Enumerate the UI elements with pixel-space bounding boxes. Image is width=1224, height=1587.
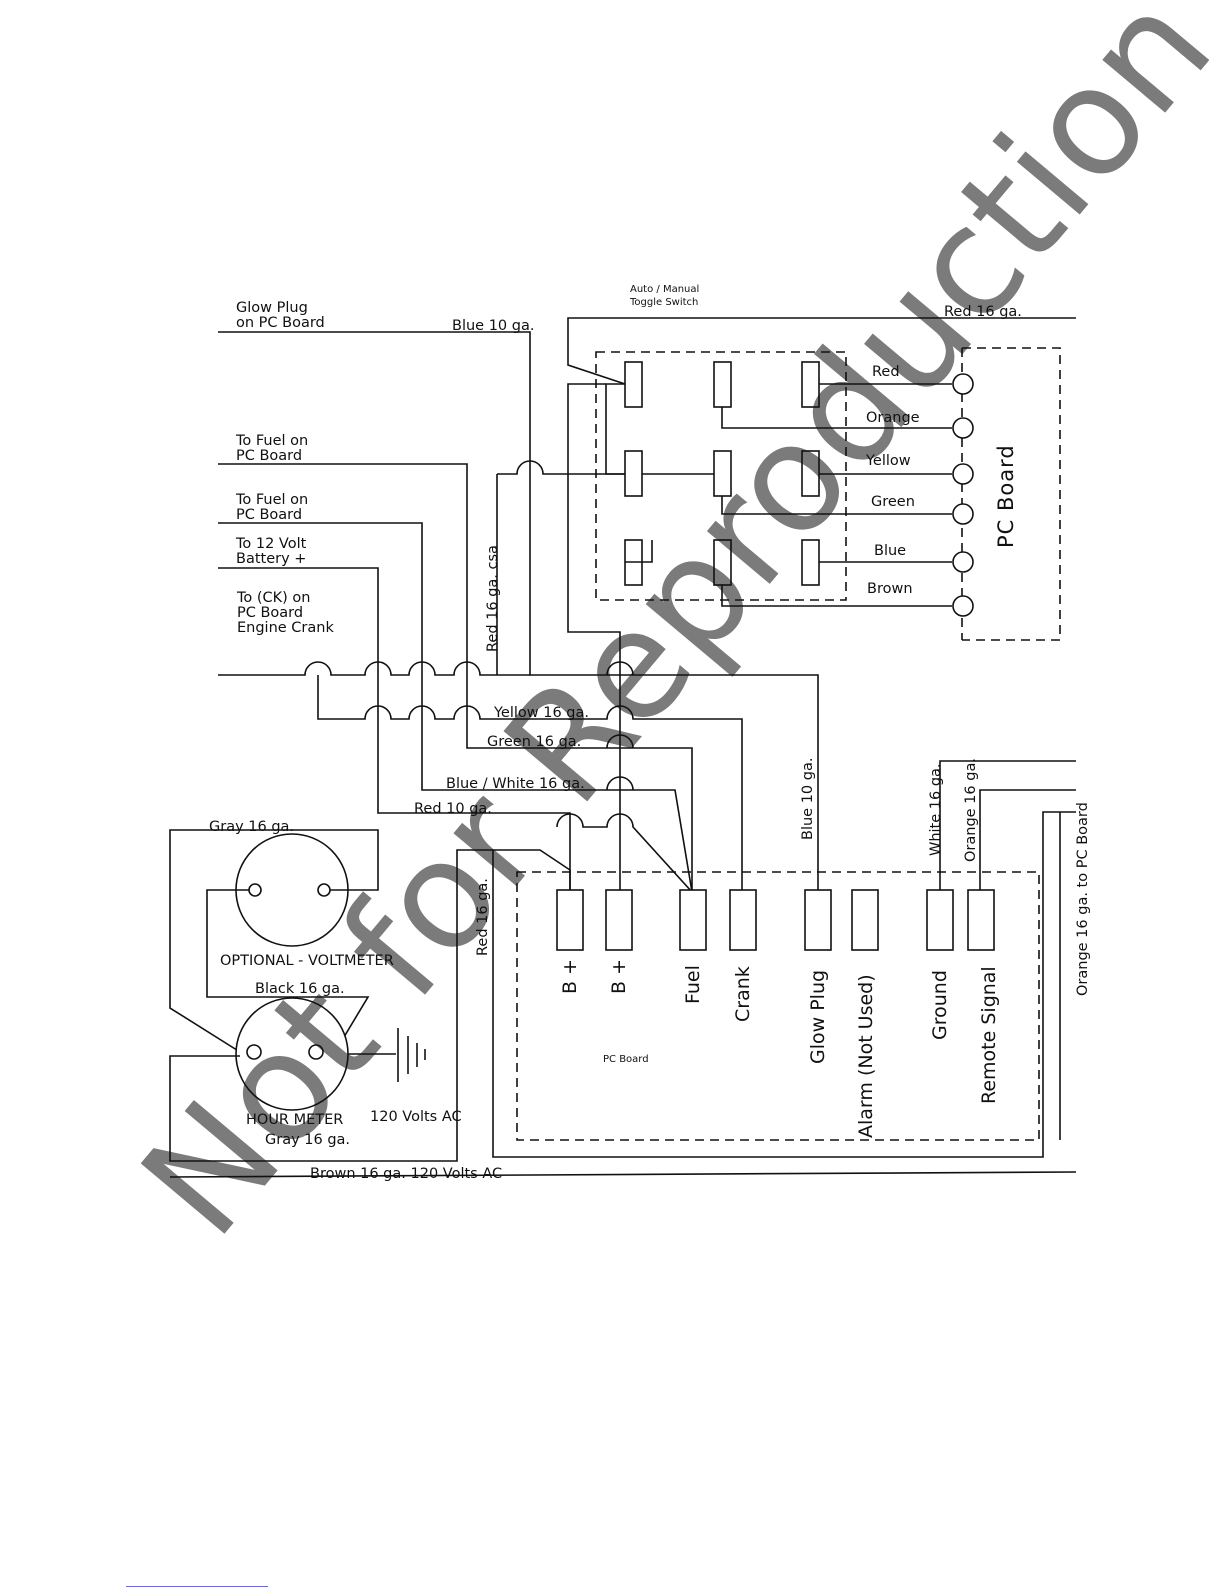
pc-terminal-green [952, 503, 974, 525]
label-brown-16: Brown 16 ga. 120 Volts AC [310, 1166, 502, 1182]
pc-terminal-yellow [952, 463, 974, 485]
label-battery-2: Battery + [236, 551, 306, 567]
label-voltmeter: OPTIONAL - VOLTMETER [220, 953, 394, 969]
toggle-switch-title-2: Toggle Switch [629, 297, 698, 308]
wire-red-16-top [567, 317, 1076, 385]
label-gray-16-bottom: Gray 16 ga. [265, 1132, 350, 1148]
wire-black-16 [206, 889, 370, 1053]
label-terminal-b-plus-1: B + [559, 959, 581, 994]
wire-battery [218, 567, 571, 892]
label-blue-10: Blue 10 ga. [452, 318, 534, 334]
label-black-16: Black 16 ga. [255, 981, 345, 997]
label-crank-3: Engine Crank [237, 620, 334, 636]
wire-fuel-a [218, 463, 693, 892]
wire-arc-675 [606, 661, 634, 676]
wire-crank-bus [218, 661, 530, 676]
terminal-glow-plug [804, 889, 832, 951]
hour-meter-terminal-neg [308, 1044, 324, 1060]
switch-link-mid3 [721, 585, 952, 607]
label-wire-green: Green [871, 494, 915, 510]
terminal-alarm [851, 889, 879, 951]
hour-meter-terminal-pos [246, 1044, 262, 1060]
toggle-switch-title-1: Auto / Manual [630, 284, 699, 295]
switch-link-mid [721, 407, 952, 429]
label-wire-orange: Orange [866, 410, 920, 426]
switch-link-mid2 [721, 496, 952, 515]
label-terminal-crank: Crank [732, 966, 754, 1022]
label-crank-2: PC Board [237, 605, 303, 621]
label-terminal-glow-plug: Glow Plug [807, 970, 829, 1064]
terminal-remote-signal [967, 889, 995, 951]
pc-terminal-blue [952, 551, 974, 573]
label-red-16-csa: Red 16 ga. csa [485, 545, 501, 652]
label-red-16-top: Red 16 ga. [944, 304, 1022, 320]
label-fuel-a-2: PC Board [236, 448, 302, 464]
voltmeter-terminal-neg [248, 883, 262, 897]
switch-link-left-bottom [625, 540, 653, 563]
wire-gray-16-top [169, 829, 379, 1053]
label-fuel-a-1: To Fuel on [235, 433, 308, 449]
label-pc-board-bottom: PC Board [603, 1054, 649, 1065]
wire-orange-16 [979, 789, 1076, 890]
switch-contact-4 [624, 450, 643, 497]
pc-terminal-red [952, 373, 974, 395]
label-red-10: Red 10 ga. [414, 801, 492, 817]
switch-contact-1 [624, 361, 643, 408]
label-red-16-left: Red 16 ga. [475, 878, 491, 956]
label-wire-blue: Blue [874, 543, 906, 559]
wire-yellow-16 [317, 675, 743, 892]
label-terminal-fuel: Fuel [682, 965, 704, 1004]
label-terminal-alarm: Alarm (Not Used) [855, 974, 877, 1138]
wire-white-16 [939, 760, 1076, 890]
wire-brown-16 [169, 1171, 1077, 1178]
label-glow-plug-1: Glow Plug [236, 300, 308, 316]
label-white-16: White 16 ga. [928, 763, 944, 856]
label-wire-brown: Brown [867, 581, 913, 597]
label-battery-1: To 12 Volt [235, 536, 307, 552]
terminal-b-plus-1 [556, 889, 584, 951]
wire-red-10-arc [556, 813, 693, 893]
label-gray-16-top: Gray 16 ga. [209, 819, 294, 835]
label-glow-plug-2: on PC Board [236, 315, 325, 331]
label-orange-16-pc: Orange 16 ga. to PC Board [1075, 802, 1091, 996]
label-crank-1: To (CK) on [236, 590, 311, 606]
toggle-switch-housing [595, 351, 847, 601]
wire-green-16-arc [606, 734, 634, 749]
wire-switch-down [567, 383, 621, 892]
label-terminal-remote-signal: Remote Signal [978, 966, 1000, 1104]
label-terminal-b-plus-2: B + [608, 959, 630, 994]
label-pc-board-right: PC Board [994, 444, 1018, 548]
wire-switch-middle-feed [497, 460, 625, 475]
wire-red-16-left [492, 811, 1076, 1158]
label-wire-red: Red [872, 364, 900, 380]
terminal-ground [926, 889, 954, 951]
terminal-crank [729, 889, 757, 951]
label-orange-16: Orange 16 ga. [963, 758, 979, 862]
terminal-fuel [679, 889, 707, 951]
switch-link-left-top [605, 383, 625, 475]
label-wire-yellow: Yellow [865, 453, 911, 469]
label-green-16: Green 16 ga. [487, 734, 581, 750]
switch-contact-2 [713, 361, 732, 408]
pc-terminal-brown [952, 595, 974, 617]
label-yellow-16: Yellow 16 ga. [493, 705, 589, 721]
label-blue-white-16: Blue / White 16 ga. [446, 776, 585, 792]
label-fuel-b-2: PC Board [236, 507, 302, 523]
pc-board-right-outline [962, 347, 1061, 641]
wire-blue-white-arc [606, 776, 634, 791]
terminal-b-plus-2 [605, 889, 633, 951]
label-hour-meter: HOUR METER [246, 1112, 343, 1128]
pc-terminal-orange [952, 417, 974, 439]
label-ac-120: 120 Volts AC [370, 1109, 462, 1125]
pc-board-bottom-outline [516, 871, 1040, 1141]
label-terminal-ground: Ground [929, 970, 951, 1040]
wire-gray-16-bottom [169, 849, 493, 1162]
wire-fuel-b [218, 522, 693, 893]
label-fuel-b-1: To Fuel on [235, 492, 308, 508]
label-blue-10-vertical: Blue 10 ga. [800, 758, 816, 840]
